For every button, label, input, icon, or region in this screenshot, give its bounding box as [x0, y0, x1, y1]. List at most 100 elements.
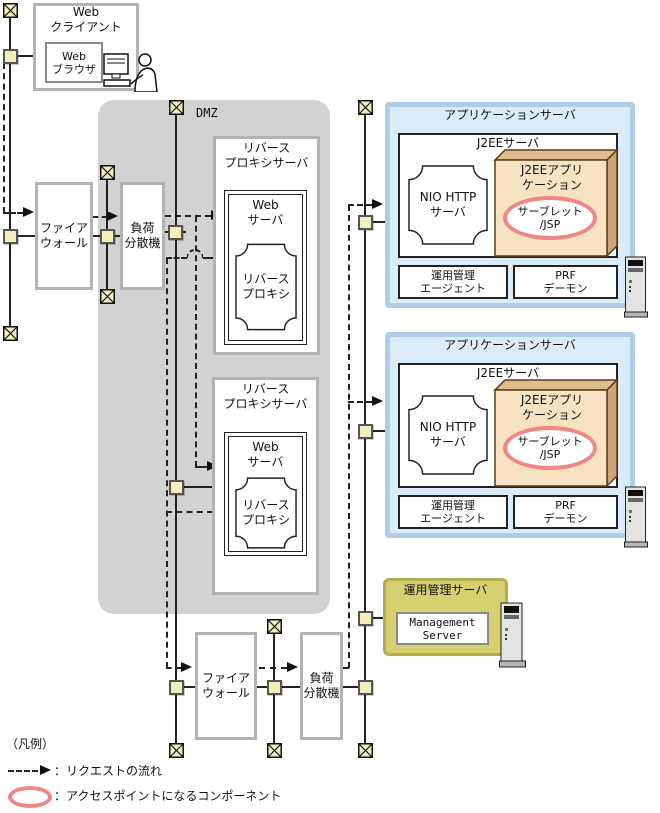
connection-node: [357, 423, 373, 439]
network-segment-line: [175, 107, 177, 750]
connection-node: [2, 48, 18, 64]
j2ee-application-2-label: J2EEアプリ ケーション: [520, 393, 584, 422]
request-flow-line: [203, 257, 214, 259]
ops-agent-2-box: 運用管理 エージェント: [398, 495, 508, 529]
prf-daemon-2-box: PRF デーモン: [513, 495, 618, 529]
request-flow-line: [166, 667, 181, 669]
reverse-proxy-2-label: リバース プロキシ: [241, 498, 290, 527]
request-flow-line: [166, 257, 187, 259]
network-terminator-icon: [99, 288, 115, 304]
web-browser-box: Web ブラウザ: [45, 42, 103, 83]
network-terminator-icon: [266, 742, 282, 758]
reverse-proxy-server-2-title: リバース プロキシサーバ: [223, 382, 308, 411]
reverse-proxy-1-label: リバース プロキシ: [241, 272, 290, 301]
servlet-jsp-1-access-point: サーブレット /JSP: [503, 196, 597, 240]
network-terminator-icon: [2, 2, 18, 18]
connector-line: [176, 486, 213, 488]
reverse-proxy-1-component: リバース プロキシ: [235, 243, 297, 331]
request-flow-line: [3, 212, 23, 214]
network-terminator-icon: [168, 99, 184, 115]
legend-arrow-icon: [40, 765, 51, 775]
badge-shape-icon: [235, 243, 297, 331]
ops-agent-1-box: 運用管理 エージェント: [398, 265, 508, 299]
legend-access-point-ellipse: [8, 786, 52, 808]
legend-access-point-label: ：アクセスポイントになるコンポーネント: [54, 789, 282, 803]
network-terminator-icon: [357, 99, 373, 115]
connector-line: [365, 430, 385, 432]
network-segment-line: [9, 10, 11, 333]
network-terminator-icon: [266, 618, 282, 634]
legend-title: （凡例）: [6, 737, 55, 751]
server-tower-icon: [624, 486, 648, 548]
request-flow-line: [348, 204, 372, 206]
badge-shape-icon: [235, 477, 297, 549]
request-flow-line: [3, 63, 5, 213]
j2ee-application-1-label: J2EEアプリ ケーション: [520, 163, 584, 192]
network-terminator-icon: [99, 164, 115, 180]
request-arrow-icon: [287, 662, 298, 672]
request-flow-line: [166, 258, 168, 668]
connection-node: [266, 679, 282, 695]
network-terminator-icon: [2, 325, 18, 341]
nio-http-server-1-label: NIO HTTP サーバ: [419, 190, 477, 219]
load-balancer-2-box: 負荷 分散機: [300, 632, 343, 740]
legend-dashed-line: [8, 770, 38, 772]
connection-node: [168, 479, 184, 495]
request-flow-line: [195, 216, 197, 467]
request-flow-line: [166, 511, 213, 513]
connector-line: [365, 221, 385, 223]
request-arrow-icon: [181, 662, 192, 672]
application-server-2-title: アプリケーションサーバ: [444, 338, 576, 352]
nio-http-server-1-component: NIO HTTP サーバ: [408, 165, 488, 245]
dmz-label: DMZ: [196, 106, 218, 120]
web-server-2-label: Web サーバ: [247, 440, 284, 469]
request-arrow-icon: [372, 199, 383, 209]
j2ee-server-1-label: J2EEサーバ: [476, 136, 540, 150]
request-flow-line: [93, 216, 107, 218]
request-flow-line: [348, 205, 350, 668]
request-arrow-icon: [23, 207, 34, 217]
server-tower-icon: [624, 256, 648, 318]
connection-node: [168, 679, 184, 695]
pc-user-icon: [103, 53, 158, 92]
request-flow-line: [343, 667, 349, 669]
firewall-2-box: ファイア ウォール: [195, 632, 257, 740]
web-server-1-label: Web サーバ: [247, 198, 284, 227]
request-flow-line: [165, 215, 211, 217]
web-client-title: Web クライアント: [50, 5, 122, 34]
request-flow-line: [195, 466, 207, 468]
network-terminator-icon: [357, 742, 373, 758]
badge-shape-icon: [408, 395, 488, 475]
connection-node: [99, 228, 115, 244]
line-hop-arc: [187, 249, 203, 259]
application-server-1-title: アプリケーションサーバ: [444, 108, 576, 122]
j2ee-server-2-label: J2EEサーバ: [476, 366, 540, 380]
connection-node: [357, 214, 373, 230]
firewall-1-box: ファイア ウォール: [35, 182, 93, 290]
request-arrow-icon: [107, 211, 118, 221]
connector-line: [16, 235, 35, 237]
request-arrow-icon: [372, 396, 383, 406]
badge-shape-icon: [408, 165, 488, 245]
servlet-jsp-2-access-point: サーブレット /JSP: [503, 426, 597, 470]
reverse-proxy-2-component: リバース プロキシ: [235, 477, 297, 549]
connection-node: [167, 224, 183, 240]
connector-line: [16, 55, 33, 57]
prf-daemon-1-box: PRF デーモン: [513, 265, 618, 299]
connection-node: [357, 610, 373, 626]
request-flow-line: [348, 401, 372, 403]
connector-line: [343, 686, 365, 688]
nio-http-server-2-label: NIO HTTP サーバ: [419, 420, 477, 449]
management-server-product-box: Management Server: [396, 612, 489, 645]
connection-node: [2, 228, 18, 244]
legend-request-flow-label: ：リクエストの流れ: [54, 764, 163, 778]
network-terminator-icon: [168, 742, 184, 758]
nio-http-server-2-component: NIO HTTP サーバ: [408, 395, 488, 475]
management-server-title: 運用管理サーバ: [403, 583, 488, 597]
connector-line: [365, 617, 383, 619]
reverse-proxy-server-1-title: リバース プロキシサーバ: [224, 141, 309, 170]
server-tower-icon: [499, 602, 526, 668]
connection-node: [357, 679, 373, 695]
connector-line: [176, 686, 195, 688]
